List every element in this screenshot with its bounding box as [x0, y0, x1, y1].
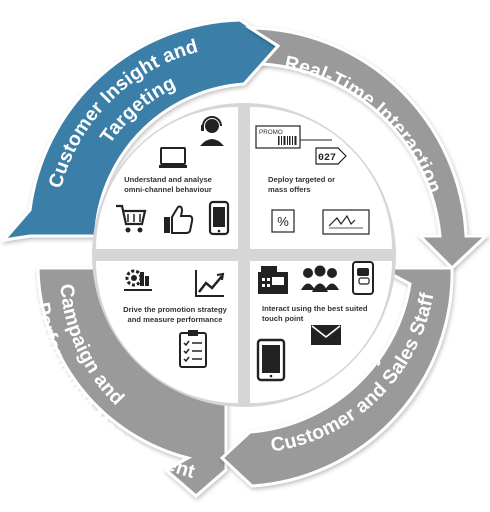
- code-label: 027: [318, 153, 336, 164]
- segment-real-time-engine: [244, 26, 490, 271]
- promo-label: PROMO: [259, 129, 283, 136]
- cheque-icon: [322, 209, 370, 235]
- quadrant-bl-line-1: Drive the promotion strategy: [123, 305, 228, 314]
- segment-customer-insight[interactable]: [0, 18, 281, 243]
- trend-chart-icon: [195, 270, 225, 297]
- gear-chart-icon: [124, 269, 152, 291]
- quadrant-tr-line-2: mass offers: [268, 185, 311, 194]
- quadrant-br-line-2: touch point: [262, 314, 304, 323]
- quadrant-tl-line-1: Understand and analyse: [124, 175, 212, 184]
- quadrant-tl-line-2: omni-channel behaviour: [124, 185, 212, 194]
- thumbs-up-icon: [164, 205, 194, 234]
- percent-label: %: [277, 214, 289, 229]
- mobile-chat-icon: [352, 261, 374, 295]
- percent-icon: %: [271, 209, 295, 233]
- quadrant-top-left: [96, 107, 238, 249]
- envelope-icon: [311, 325, 341, 345]
- phone-fax-icon: [258, 266, 288, 294]
- tablet-icon: [256, 338, 286, 382]
- laptop-icon: [159, 147, 187, 168]
- discount-tag-icon: 027: [315, 147, 347, 165]
- group-icon: [301, 265, 339, 292]
- shopping-cart-icon: [116, 204, 147, 233]
- customer-service-icon: [200, 116, 224, 146]
- segment-sales-mobility: [219, 266, 454, 488]
- promo-ticket-icon: PROMO: [255, 125, 301, 149]
- quadrant-br-line-1: Interact using the best suited: [262, 304, 368, 313]
- quadrant-bl-line-2: and measure performance: [128, 315, 223, 324]
- quadrant-tr-line-1: Deploy targeted or: [268, 175, 335, 184]
- checklist-icon: [179, 330, 207, 368]
- smartphone-icon: [208, 200, 230, 236]
